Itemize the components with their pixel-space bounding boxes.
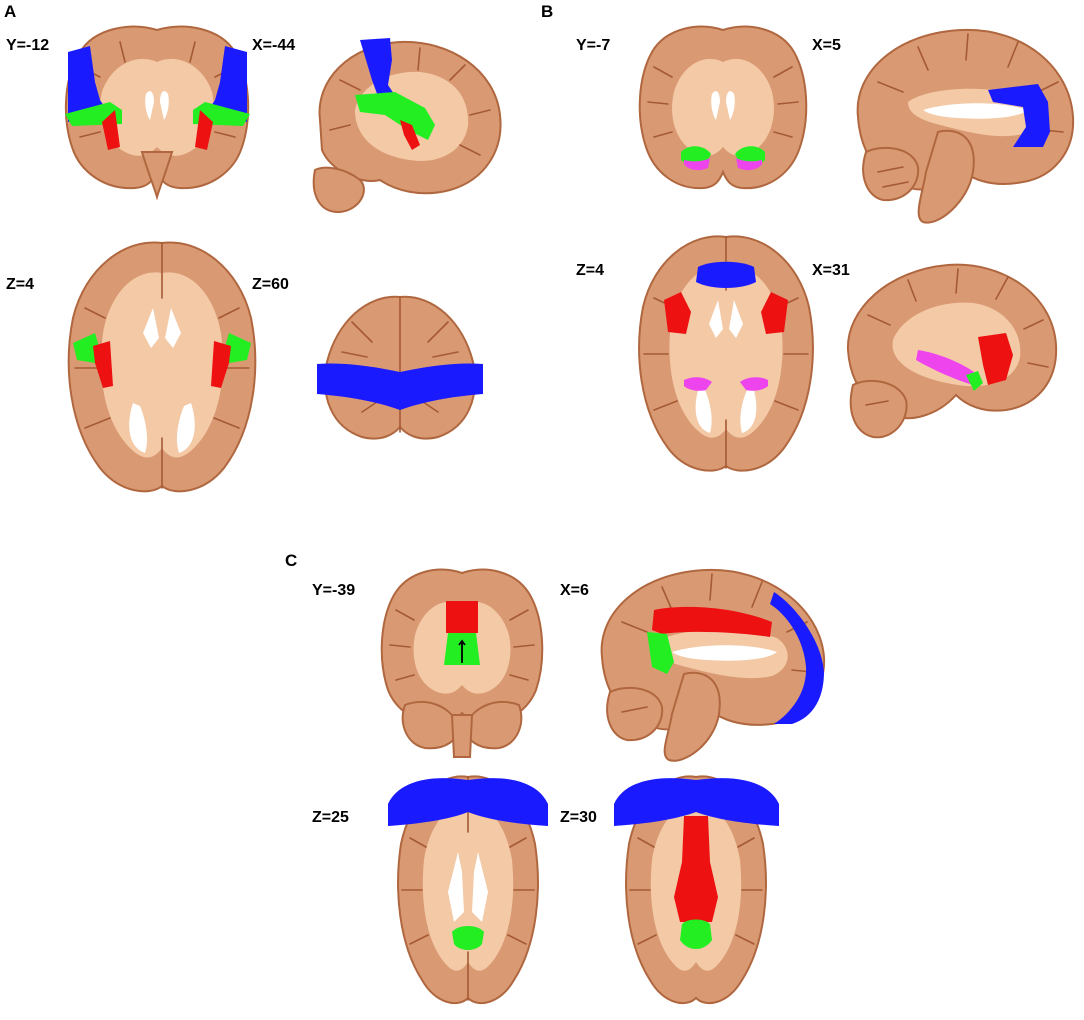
region-red-left <box>93 341 113 388</box>
region-green <box>355 92 435 140</box>
brain-slice-b3-axial <box>638 235 814 472</box>
brain-slice-c1-coronal <box>380 568 544 758</box>
slice-label-c1: Y=-39 <box>312 582 356 599</box>
region-red <box>652 606 772 637</box>
region-red <box>674 816 718 922</box>
region-magenta-left <box>684 158 710 171</box>
region-red <box>400 120 420 150</box>
region-green-left <box>73 333 100 363</box>
brain-slice-a4-axial <box>317 295 483 440</box>
brain-slice-a2-sagittal <box>312 38 502 214</box>
region-green <box>966 371 983 391</box>
region-blue <box>317 363 483 410</box>
region-blue <box>988 84 1050 147</box>
arrow-icon <box>458 639 466 663</box>
region-red <box>446 601 478 633</box>
slice-label-b4: X=31 <box>812 262 850 279</box>
brain-slice-b2-sagittal <box>856 28 1075 224</box>
panel-c-label: C <box>285 551 298 570</box>
region-green <box>680 919 712 949</box>
region-green-right <box>224 333 251 363</box>
brain-slice-c3-axial <box>388 775 548 1005</box>
slice-label-c3: Z=25 <box>312 809 349 826</box>
brain-slice-a1-coronal <box>64 25 250 201</box>
brain-slice-c4-axial <box>614 775 779 1005</box>
slice-label-c2: X=6 <box>560 582 589 599</box>
region-magenta-right <box>736 158 762 171</box>
slice-label-a2: X=-44 <box>252 37 296 54</box>
region-magenta-right <box>740 377 768 391</box>
brain-slice-c2-sagittal <box>600 568 826 762</box>
slice-label-b2: X=5 <box>812 37 841 54</box>
slice-label-c4: Z=30 <box>560 809 597 826</box>
slice-label-b1: Y=-7 <box>576 37 611 54</box>
region-red <box>978 333 1013 385</box>
slice-label-a3: Z=4 <box>6 276 35 293</box>
region-red-right <box>211 341 231 388</box>
region-blue-right <box>207 46 247 122</box>
region-red-right <box>761 292 788 334</box>
brain-slice-b4-sagittal <box>846 263 1058 439</box>
region-blue-left <box>68 46 108 122</box>
slice-label-b3: Z=4 <box>576 262 605 279</box>
slice-label-a4: Z=60 <box>252 276 289 293</box>
region-green <box>452 926 484 950</box>
region-blue <box>614 778 779 826</box>
region-magenta-left <box>684 377 712 391</box>
region-blue <box>360 38 398 102</box>
region-green <box>647 632 674 674</box>
region-blue <box>696 261 756 288</box>
region-blue <box>770 592 824 724</box>
panel-a-label: A <box>4 2 17 21</box>
region-red-left <box>102 110 120 150</box>
panel-b-label: B <box>541 2 554 21</box>
region-blue <box>388 778 548 826</box>
slice-label-a1: Y=-12 <box>6 37 50 54</box>
brain-slice-b1-coronal <box>638 25 808 190</box>
brain-slice-a3-axial <box>67 241 257 493</box>
region-red-left <box>664 292 691 334</box>
region-magenta <box>916 350 978 385</box>
region-red-right <box>195 110 213 150</box>
